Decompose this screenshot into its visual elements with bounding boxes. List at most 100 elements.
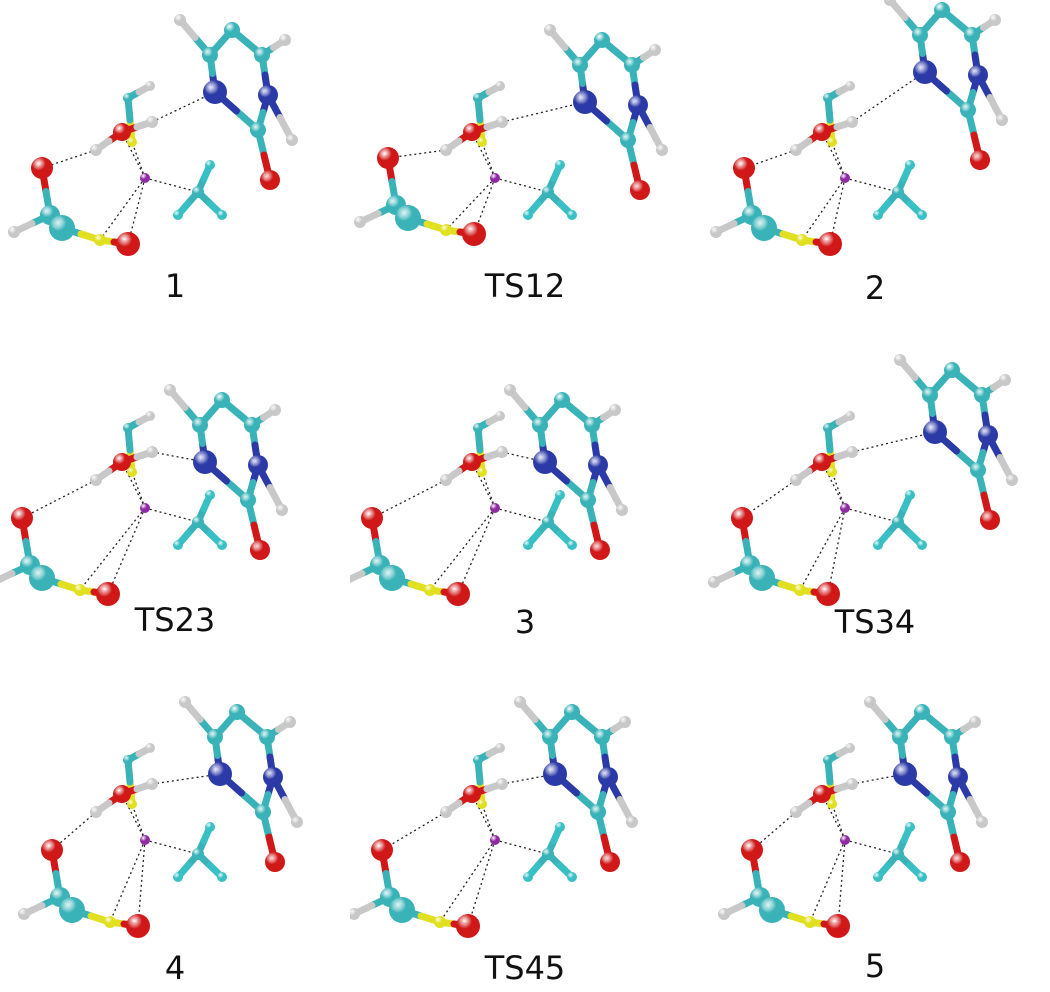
interaction-line bbox=[371, 479, 447, 519]
atom-nh3_h bbox=[905, 490, 915, 500]
atom-c bbox=[29, 565, 55, 591]
atom-c bbox=[473, 755, 483, 765]
atom-h bbox=[276, 504, 288, 516]
interaction-line bbox=[471, 131, 496, 179]
atom-c bbox=[584, 417, 600, 433]
atom-nh3_h bbox=[567, 210, 577, 220]
atom-n bbox=[913, 60, 937, 84]
panel-label: 2 bbox=[864, 269, 886, 307]
panel-label: 1 bbox=[164, 267, 186, 305]
panel-label: TS34 bbox=[834, 603, 916, 641]
atom-nh3_h bbox=[173, 872, 183, 882]
structure-3 bbox=[350, 384, 628, 606]
atom-c bbox=[59, 897, 85, 923]
atom-nh3_h bbox=[205, 490, 215, 500]
atom-c bbox=[892, 729, 908, 745]
atom-h bbox=[790, 806, 802, 818]
atom-c bbox=[192, 186, 204, 198]
atom-h bbox=[496, 116, 508, 128]
atom-c bbox=[554, 392, 570, 408]
structure-ts34 bbox=[708, 354, 1018, 606]
interaction-line bbox=[481, 471, 496, 509]
atom-h bbox=[969, 716, 981, 728]
atom-s bbox=[434, 916, 446, 928]
atom-h bbox=[279, 34, 291, 46]
atom-h bbox=[440, 144, 452, 156]
atom-c bbox=[250, 122, 266, 138]
atom-c bbox=[892, 848, 904, 860]
interaction-line bbox=[837, 839, 846, 927]
atom-c bbox=[914, 704, 930, 720]
atom-s bbox=[827, 467, 837, 477]
interaction-line bbox=[481, 141, 496, 179]
atom-p bbox=[490, 835, 500, 845]
atom-c bbox=[624, 57, 640, 73]
atom-h bbox=[164, 384, 176, 396]
atom-c bbox=[207, 729, 223, 745]
atom-h bbox=[845, 411, 855, 421]
interaction-line bbox=[79, 507, 146, 591]
atom-p bbox=[840, 173, 850, 183]
atom-nh3_h bbox=[217, 540, 227, 550]
atom-c bbox=[823, 755, 833, 765]
interaction-line bbox=[107, 507, 146, 595]
atom-o bbox=[463, 785, 481, 803]
atom-c bbox=[192, 516, 204, 528]
atom-o bbox=[600, 852, 620, 872]
atom-o bbox=[113, 453, 131, 471]
atom-h bbox=[718, 908, 730, 920]
interaction-line bbox=[844, 839, 899, 855]
atom-h bbox=[996, 114, 1008, 126]
interaction-line bbox=[821, 461, 846, 509]
atom-p bbox=[840, 835, 850, 845]
atom-h bbox=[145, 411, 155, 421]
bond bbox=[350, 570, 366, 584]
atom-c bbox=[590, 804, 606, 820]
atom-h bbox=[708, 576, 720, 588]
atom-p bbox=[140, 173, 150, 183]
atom-h bbox=[440, 474, 452, 486]
panel-1: 1 bbox=[0, 0, 350, 330]
panel-ts34: TS34 bbox=[700, 330, 1050, 660]
interaction-line bbox=[494, 507, 549, 523]
atom-c bbox=[473, 93, 483, 103]
atom-h bbox=[146, 446, 158, 458]
atom-s bbox=[440, 224, 452, 236]
atom-p bbox=[140, 503, 150, 513]
atom-c bbox=[542, 516, 554, 528]
interaction-line bbox=[831, 141, 846, 179]
panel-ts45: TS45 bbox=[350, 662, 700, 992]
atom-n bbox=[893, 762, 917, 786]
panel-4: 4 bbox=[0, 662, 350, 992]
interaction-line bbox=[827, 507, 846, 595]
interaction-line bbox=[381, 811, 447, 851]
atom-n bbox=[258, 85, 278, 105]
atom-c bbox=[749, 565, 775, 591]
atom-o bbox=[463, 453, 481, 471]
panel-label: 3 bbox=[514, 603, 536, 641]
atom-c bbox=[960, 102, 976, 118]
atom-o bbox=[741, 839, 763, 861]
interaction-line bbox=[144, 839, 199, 855]
atom-c bbox=[970, 462, 986, 478]
interaction-line bbox=[844, 177, 899, 193]
atom-s bbox=[477, 137, 487, 147]
atom-p bbox=[490, 173, 500, 183]
panel-ts23: TS23 bbox=[0, 330, 350, 660]
interaction-line bbox=[481, 803, 496, 841]
atom-o bbox=[733, 157, 755, 179]
atom-h bbox=[976, 816, 988, 828]
atom-h bbox=[146, 778, 158, 790]
atom-h bbox=[18, 908, 30, 920]
atom-nh3_h bbox=[173, 210, 183, 220]
atom-nh3_h bbox=[217, 210, 227, 220]
atom-nh3_h bbox=[205, 822, 215, 832]
atom-c bbox=[389, 897, 415, 923]
atom-c bbox=[751, 215, 777, 241]
atom-n bbox=[543, 762, 567, 786]
atom-n bbox=[248, 455, 268, 475]
atom-nh3_h bbox=[917, 540, 927, 550]
atom-o bbox=[371, 839, 393, 861]
atom-h bbox=[845, 81, 855, 91]
